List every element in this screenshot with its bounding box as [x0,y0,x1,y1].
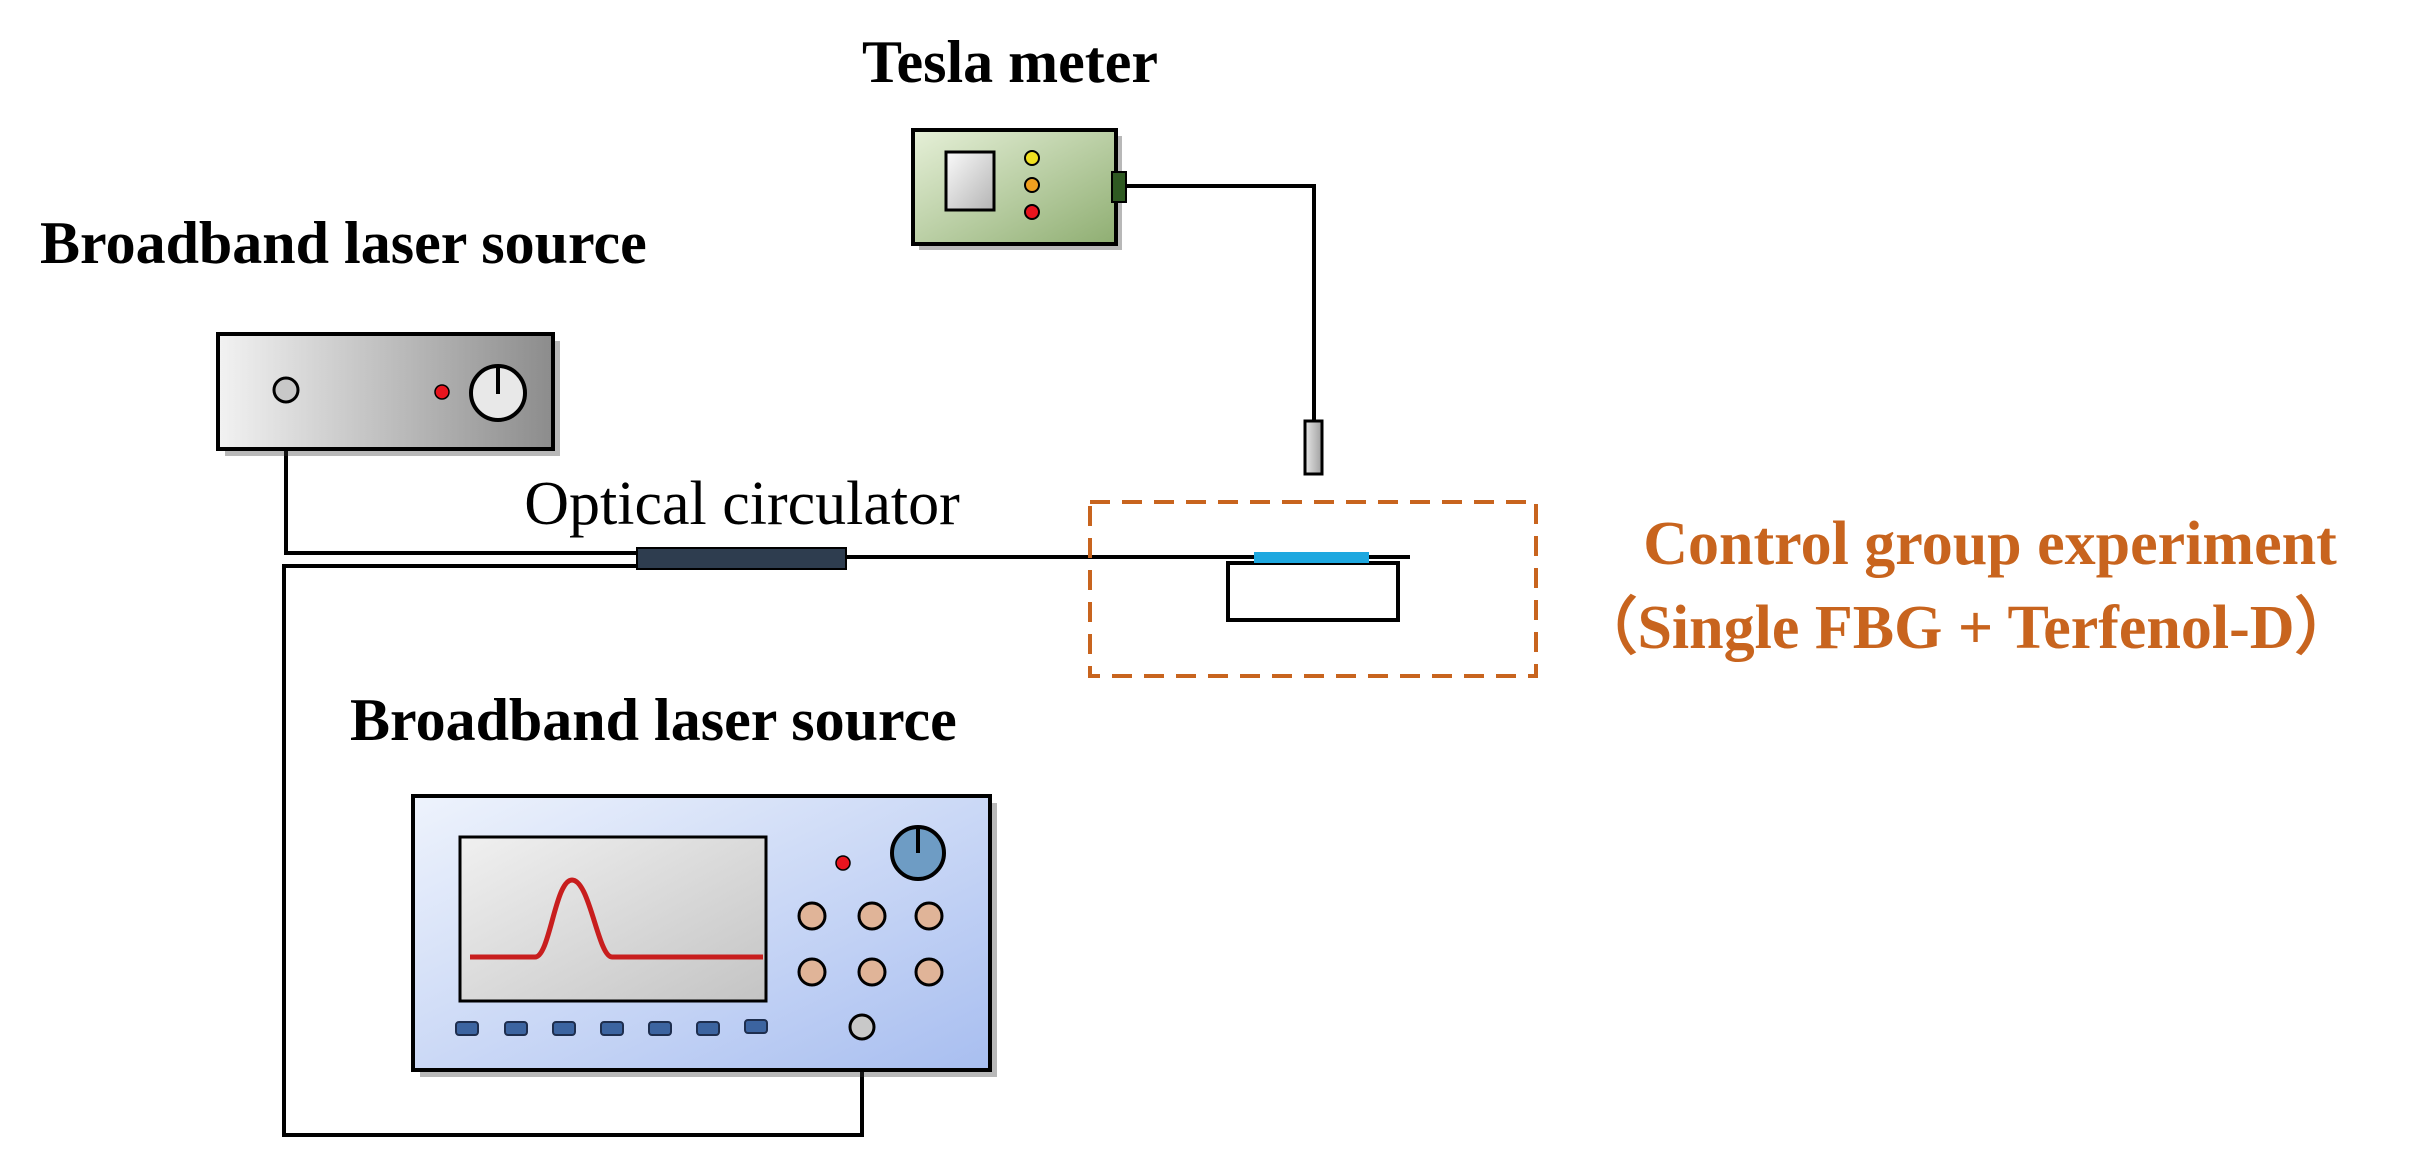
broadband-source-bottom-label: Broadband laser source [350,687,957,753]
control-group-title: Control group experiment [1643,510,2337,578]
terfenol-d-block [1226,561,1400,622]
return-fiber [282,564,864,1137]
tesla-meter-label: Tesla meter [862,29,1158,95]
indicator-yellow [1024,150,1040,166]
analyzer-screen [458,835,768,1003]
control-group-boundary [1088,500,1538,678]
tesla-meter-connector [1111,171,1127,203]
analyzer-keys [455,1019,768,1036]
tesla-meter-display [944,150,996,212]
hall-probe-icon [1303,419,1324,476]
indicator-red [1024,204,1040,220]
fbg-terfenol-sample-icon [1226,552,1400,622]
tesla-meter-cable [1127,184,1316,424]
laser-source-icon [216,332,560,456]
analyzer-led [835,855,851,871]
optical-circulator-icon [636,547,847,570]
indicator-orange [1024,177,1040,193]
optical-circulator-label: Optical circulator [524,470,960,538]
laser-output-port [272,376,300,404]
control-group-subtitle: （Single FBG + Terfenol-D） [1575,592,2356,662]
laser-power-led [434,384,450,400]
fbg-grating [1254,552,1369,563]
analyzer-input-port [848,1013,876,1041]
broadband-source-top-label: Broadband laser source [40,210,647,276]
spectrum-analyzer-icon [411,794,997,1077]
analyzer-buttons [797,901,944,987]
tesla-meter-icon [911,128,1127,250]
spectrum-curve [470,877,763,960]
